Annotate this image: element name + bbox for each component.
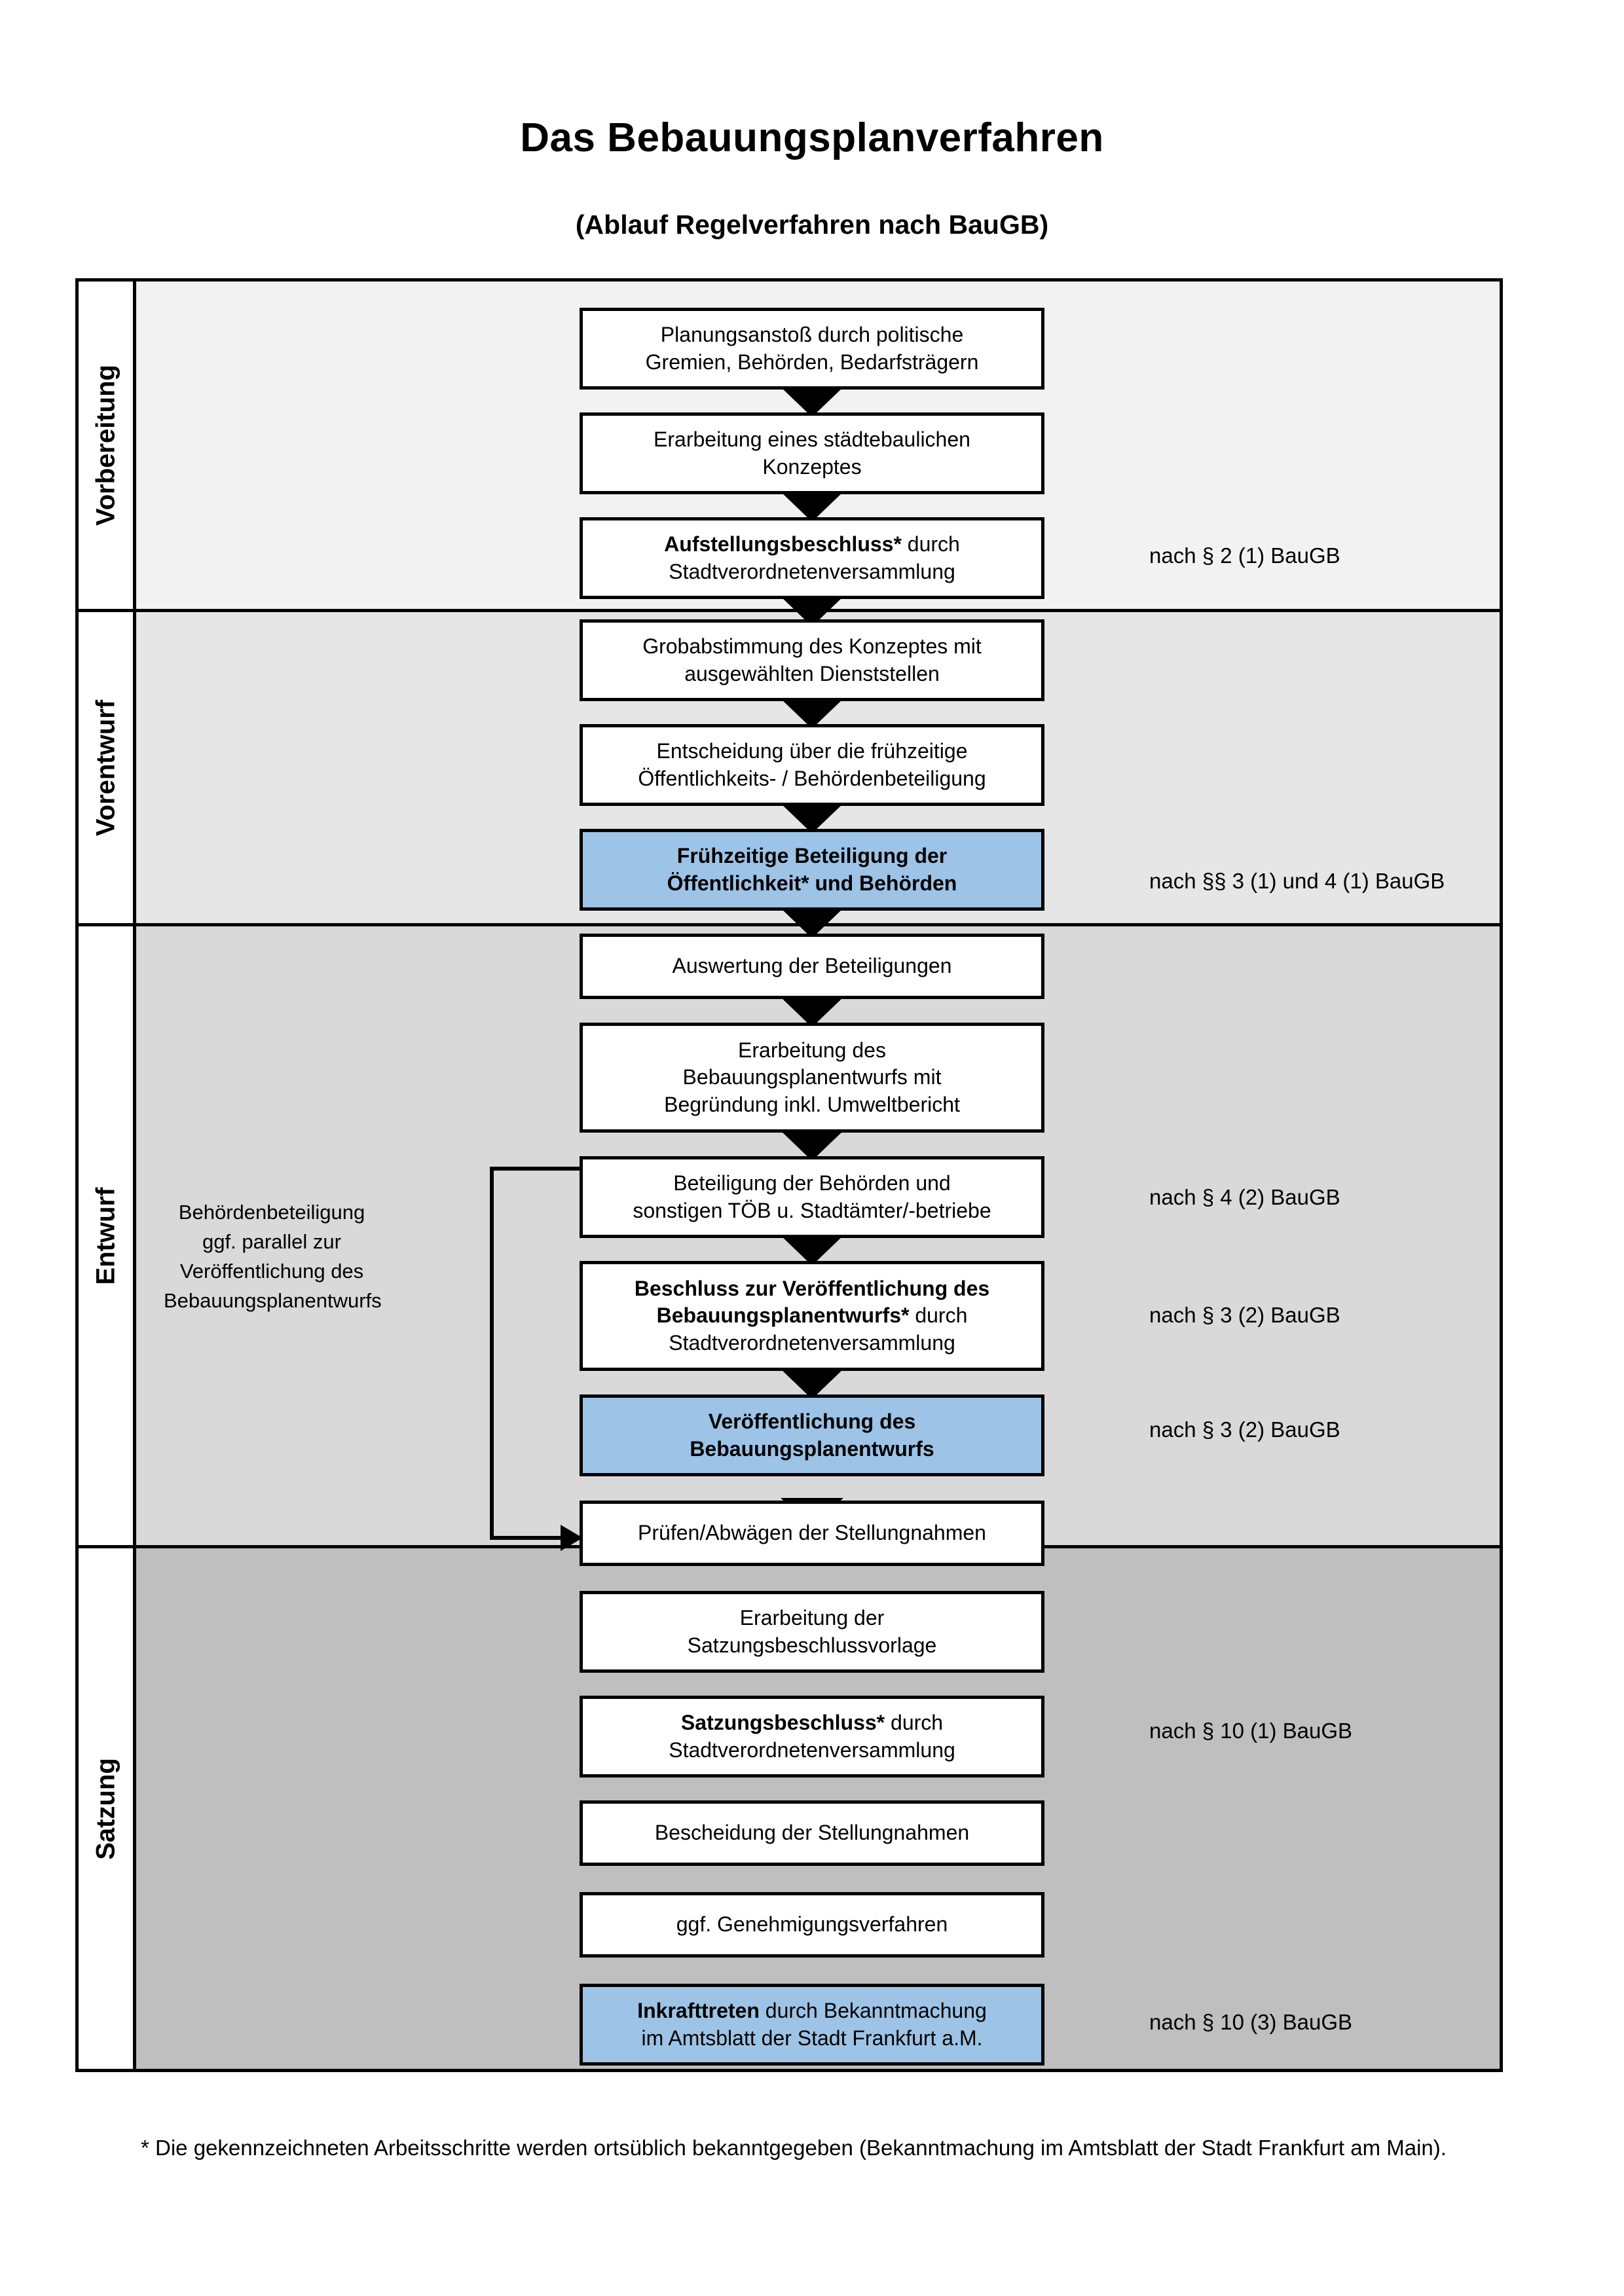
box-line: Satzungsbeschlussvorlage	[687, 1633, 937, 1657]
phase-label-text: Entwurf	[91, 1187, 120, 1285]
box-line: durch	[901, 532, 960, 556]
connector-arrow	[781, 1235, 843, 1266]
box-line: Begründung inkl. Umweltbericht	[664, 1092, 960, 1116]
box-line: Entscheidung über die frühzeitige	[656, 738, 968, 763]
page-subtitle: (Ablauf Regelverfahren nach BauGB)	[575, 210, 1049, 240]
box-line: Beteiligung der Behörden und	[673, 1171, 951, 1195]
legal-ref-par3-1-4-1: nach §§ 3 (1) und 4 (1) BauGB	[1149, 869, 1445, 893]
connector-arrow	[781, 1369, 843, 1399]
box-line: Bescheidung der Stellungnahmen	[654, 1821, 970, 1845]
box-line: Auswertung der Beteiligungen	[672, 954, 952, 978]
process-box-auswertung-beteiligungen[interactable]: Auswertung der Beteiligungen	[580, 934, 1044, 999]
box-line-bold: Inkrafttreten	[637, 1998, 760, 2022]
process-box-aufstellungsbeschluss[interactable]: Aufstellungsbeschluss* durch Stadtverord…	[580, 517, 1044, 599]
legal-ref-par3-2-b: nach § 3 (2) BauGB	[1149, 1417, 1340, 1442]
process-box-bescheidung-stellungnahmen[interactable]: Bescheidung der Stellungnahmen	[580, 1800, 1044, 1866]
phase-label-vorentwurf: Vorentwurf	[79, 612, 136, 923]
box-line: ggf. Genehmigungsverfahren	[676, 1912, 948, 1937]
box-line-bold: Öffentlichkeit* und Behörden	[667, 871, 957, 895]
side-note-line: Behördenbeteiligung	[178, 1201, 365, 1224]
box-line: Stadtverordnetenversammlung	[669, 1330, 955, 1355]
box-line-bold: Bebauungsplanentwurfs	[690, 1436, 934, 1461]
box-line: Konzeptes	[762, 454, 862, 479]
process-box-entscheidung-fruehzeitige[interactable]: Entscheidung über die frühzeitige Öffent…	[580, 724, 1044, 806]
side-note-line: ggf. parallel zur	[202, 1230, 341, 1253]
process-box-inkrafttreten[interactable]: Inkrafttreten durch Bekanntmachung im Am…	[580, 1984, 1044, 2066]
process-box-satzungsbeschlussvorlage[interactable]: Erarbeitung der Satzungsbeschlussvorlage	[580, 1591, 1044, 1673]
legal-ref-par4-2: nach § 4 (2) BauGB	[1149, 1185, 1340, 1209]
bracket-bottom-segment	[490, 1536, 562, 1540]
legal-ref-par10-1: nach § 10 (1) BauGB	[1149, 1719, 1353, 1743]
connector-arrow	[781, 803, 843, 833]
side-note-line: Bebauungsplanentwurfs	[164, 1288, 382, 1312]
process-box-planungsanstoss[interactable]: Planungsanstoß durch politische Gremien,…	[580, 308, 1044, 390]
box-line: Erarbeitung des	[738, 1038, 886, 1062]
process-box-fruehzeitige-beteiligung[interactable]: Frühzeitige Beteiligung der Öffentlichke…	[580, 829, 1044, 911]
box-line: Stadtverordnetenversammlung	[669, 559, 955, 583]
box-line: durch Bekanntmachung	[759, 1998, 987, 2022]
box-line: im Amtsblatt der Stadt Frankfurt a.M.	[641, 2026, 983, 2050]
box-line: ausgewählten Dienststellen	[684, 661, 940, 685]
legal-ref-par3-2-a: nach § 3 (2) BauGB	[1149, 1303, 1340, 1327]
phase-label-entwurf: Entwurf	[79, 926, 136, 1545]
legal-ref-par10-3: nach § 10 (3) BauGB	[1149, 2010, 1353, 2034]
box-line: Gremien, Behörden, Bedarfsträgern	[645, 350, 979, 374]
process-box-erarbeitung-bplan-entwurf[interactable]: Erarbeitung des Bebauungsplanentwurfs mi…	[580, 1023, 1044, 1133]
box-line: Erarbeitung der	[739, 1605, 885, 1630]
box-line: Planungsanstoß durch politische	[660, 322, 964, 346]
process-box-pruefen-abwaegen[interactable]: Prüfen/Abwägen der Stellungnahmen	[580, 1501, 1044, 1566]
legal-ref-par2-1: nach § 2 (1) BauGB	[1149, 543, 1340, 568]
box-line: durch	[909, 1303, 968, 1328]
process-box-staedtebauliches-konzept[interactable]: Erarbeitung eines städtebaulichen Konzep…	[580, 412, 1044, 494]
flowchart-frame: Vorbereitung Vorentwurf Entwurf Satzung	[75, 278, 1503, 2072]
bracket-vertical-segment	[490, 1167, 494, 1540]
footnote-text: * Die gekennzeichneten Arbeitsschritte w…	[141, 2136, 1447, 2160]
phase-label-text: Vorentwurf	[91, 699, 120, 836]
process-box-beteiligung-behoerden-toeb[interactable]: Beteiligung der Behörden und sonstigen T…	[580, 1156, 1044, 1238]
connector-arrow	[781, 492, 843, 522]
box-line: Bebauungsplanentwurfs mit	[682, 1065, 942, 1089]
box-line: Grobabstimmung des Konzeptes mit	[642, 634, 982, 658]
box-line-bold: Beschluss zur Veröffentlichung des	[634, 1276, 990, 1300]
box-line: Öffentlichkeits- / Behördenbeteiligung	[638, 766, 986, 790]
side-note-behoerdenbeteiligung: Behördenbeteiligung ggf. parallel zur Ve…	[164, 1198, 382, 1316]
box-line: Prüfen/Abwägen der Stellungnahmen	[638, 1521, 986, 1545]
connector-arrow	[781, 997, 843, 1027]
process-box-beschluss-veroeffentlichung[interactable]: Beschluss zur Veröffentlichung des Bebau…	[580, 1261, 1044, 1371]
connector-arrow	[781, 387, 843, 417]
box-line-bold: Satzungsbeschluss*	[680, 1710, 885, 1734]
connector-arrow	[781, 908, 843, 938]
process-box-satzungsbeschluss[interactable]: Satzungsbeschluss* durch Stadtverordnete…	[580, 1696, 1044, 1777]
process-box-genehmigungsverfahren[interactable]: ggf. Genehmigungsverfahren	[580, 1892, 1044, 1958]
box-line: Stadtverordnetenversammlung	[669, 1738, 955, 1762]
phase-label-text: Satzung	[91, 1757, 120, 1860]
box-line-bold: Bebauungsplanentwurfs*	[656, 1303, 910, 1328]
phase-label-satzung: Satzung	[79, 1548, 136, 2069]
process-box-grobabstimmung[interactable]: Grobabstimmung des Konzeptes mit ausgewä…	[580, 619, 1044, 701]
bracket-top-segment	[490, 1167, 583, 1171]
box-line-bold: Aufstellungsbeschluss*	[664, 532, 902, 556]
page-title: Das Bebauungsplanverfahren	[520, 115, 1104, 160]
box-line-bold: Frühzeitige Beteiligung der	[676, 843, 948, 867]
box-line: Erarbeitung eines städtebaulichen	[654, 427, 970, 451]
process-box-veroeffentlichung-bplan-entwurf[interactable]: Veröffentlichung des Bebauungsplanentwur…	[580, 1394, 1044, 1476]
connector-arrow	[781, 1131, 843, 1161]
box-line: durch	[885, 1710, 944, 1734]
box-line: sonstigen TÖB u. Stadtämter/-betriebe	[633, 1198, 991, 1222]
box-line-bold: Veröffentlichung des	[708, 1409, 916, 1433]
phase-label-vorbereitung: Vorbereitung	[79, 282, 136, 609]
bracket-arrowhead	[561, 1525, 583, 1551]
phase-label-text: Vorbereitung	[91, 365, 120, 526]
connector-arrow	[781, 699, 843, 729]
side-note-line: Veröffentlichung des	[179, 1259, 364, 1283]
